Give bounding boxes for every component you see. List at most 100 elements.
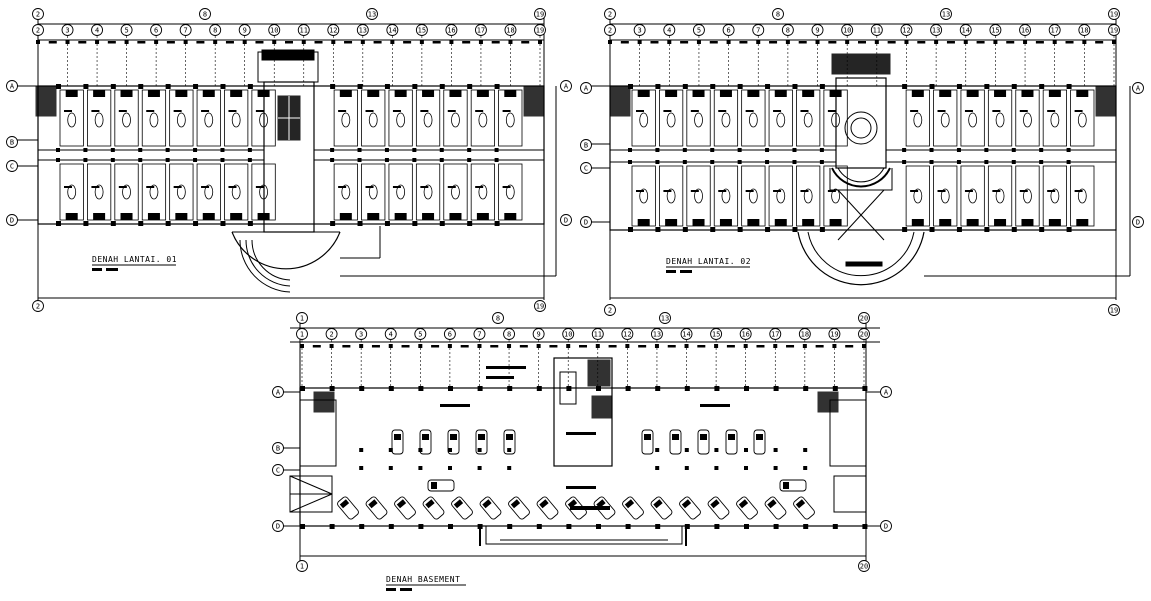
grid-row-bubble-right-label: A bbox=[1136, 85, 1141, 93]
title-lantai-02: DENAH LANTAI. 02 bbox=[666, 257, 751, 266]
dimension-bubble-label: 19 bbox=[536, 11, 544, 19]
dimension-bubble-label: 8 bbox=[496, 315, 500, 323]
grid-row-bubble: A bbox=[580, 82, 592, 94]
dimension-bubble: 2 bbox=[604, 8, 616, 20]
grid-column-bubble: 16 bbox=[445, 24, 458, 36]
dimension-bubble-bottom: 20 bbox=[858, 560, 870, 572]
grid-column-bubble: 17 bbox=[769, 328, 782, 340]
grid-row-bubble: B bbox=[6, 136, 18, 148]
grid-column-bubble-label: 16 bbox=[1021, 27, 1029, 35]
grid-column-bubble-label: 19 bbox=[1110, 27, 1118, 35]
grid-column-bubble-label: 19 bbox=[830, 331, 838, 339]
grid-column-bubble-label: 16 bbox=[741, 331, 749, 339]
plan-lantai-01-rooms bbox=[56, 84, 523, 226]
grid-column-bubble: 4 bbox=[91, 24, 104, 36]
grid-row-bubble: A bbox=[6, 80, 18, 92]
dimension-bubble: 13 bbox=[940, 8, 952, 20]
grid-column-bubble-label: 11 bbox=[873, 27, 881, 35]
grid-column-bubble-label: 7 bbox=[477, 331, 481, 339]
dimension-bubble: 1 bbox=[296, 312, 308, 324]
grid-column-bubble-label: 18 bbox=[1080, 27, 1088, 35]
dimension-bubble: 13 bbox=[366, 8, 378, 20]
grid-row-bubble: D bbox=[6, 214, 18, 226]
grid-row-bubble-label: A bbox=[584, 85, 589, 93]
grid-column-bubble: 13 bbox=[930, 24, 943, 36]
grid-column-bubble-label: 14 bbox=[388, 27, 396, 35]
grid-row-bubble: C bbox=[580, 162, 592, 174]
grid-row-bubble-label: C bbox=[276, 467, 280, 475]
grid-row-bubble-right-label: D bbox=[884, 523, 888, 531]
grid-column-bubble-label: 3 bbox=[638, 27, 642, 35]
grid-column-bubble: 8 bbox=[209, 24, 222, 36]
grid-column-bubble: 6 bbox=[443, 328, 456, 340]
grid-row-bubble: A bbox=[272, 386, 284, 398]
grid-column-bubble-label: 4 bbox=[95, 27, 99, 35]
grid-column-bubble-label: 13 bbox=[932, 27, 940, 35]
grid-column-bubble: 7 bbox=[473, 328, 486, 340]
grid-row-bubble-right-label: A bbox=[884, 389, 889, 397]
grid-column-bubble-label: 1 bbox=[300, 331, 304, 339]
grid-column-bubble-label: 9 bbox=[243, 27, 247, 35]
grid-column-bubble: 14 bbox=[680, 328, 693, 340]
title-lantai-01: DENAH LANTAI. 01 bbox=[92, 255, 177, 264]
dimension-bubble: 19 bbox=[534, 8, 546, 20]
grid-column-bubble-label: 12 bbox=[902, 27, 910, 35]
grid-column-bubble-label: 9 bbox=[815, 27, 819, 35]
grid-column-bubble: 7 bbox=[179, 24, 192, 36]
dimension-bubble-bottom: 1 bbox=[296, 560, 308, 572]
grid-column-bubble: 14 bbox=[386, 24, 399, 36]
grid-row-bubble-right-label: D bbox=[564, 217, 568, 225]
grid-row-bubble: D bbox=[580, 216, 592, 228]
grid-column-bubble-label: 17 bbox=[477, 27, 485, 35]
grid-column-bubble-label: 18 bbox=[506, 27, 514, 35]
grid-column-bubble-label: 8 bbox=[786, 27, 790, 35]
grid-column-bubble: 4 bbox=[384, 328, 397, 340]
dimension-bubble-label: 8 bbox=[203, 11, 207, 19]
grid-column-bubble-label: 20 bbox=[860, 331, 868, 339]
grid-column-bubble-label: 4 bbox=[667, 27, 671, 35]
grid-column-bubble: 10 bbox=[562, 328, 575, 340]
grid-column-bubble-label: 9 bbox=[537, 331, 541, 339]
grid-column-bubble: 3 bbox=[633, 24, 646, 36]
grid-column-bubble-label: 14 bbox=[962, 27, 970, 35]
grid-row-bubble-label: A bbox=[276, 389, 281, 397]
grid-column-bubble-label: 8 bbox=[507, 331, 511, 339]
grid-column-bubble-label: 2 bbox=[608, 27, 612, 35]
dimension-bubble-label: 20 bbox=[860, 315, 868, 323]
grid-row-bubble-label: D bbox=[584, 219, 588, 227]
dimension-bubble-bottom-label: 19 bbox=[536, 303, 544, 311]
grid-column-bubble-label: 5 bbox=[418, 331, 422, 339]
grid-column-bubble: 12 bbox=[900, 24, 913, 36]
grid-column-bubble-label: 5 bbox=[124, 27, 128, 35]
grid-column-bubble: 7 bbox=[752, 24, 765, 36]
grid-column-bubble: 10 bbox=[841, 24, 854, 36]
grid-column-bubble-label: 6 bbox=[154, 27, 158, 35]
dimension-bubble-label: 2 bbox=[36, 11, 40, 19]
grid-column-bubble: 2 bbox=[325, 328, 338, 340]
dimension-bubble-label: 13 bbox=[368, 11, 376, 19]
grid-row-bubble: B bbox=[580, 139, 592, 151]
dimension-bubble-label: 1 bbox=[300, 315, 304, 323]
grid-column-bubble: 1 bbox=[296, 328, 308, 340]
grid-column-bubble: 2 bbox=[604, 24, 616, 36]
grid-column-bubble: 18 bbox=[504, 24, 517, 36]
grid-column-bubble: 6 bbox=[150, 24, 163, 36]
grid-column-bubble-label: 17 bbox=[1050, 27, 1058, 35]
grid-row-bubble-label: B bbox=[276, 445, 280, 453]
grid-column-bubble: 13 bbox=[650, 328, 663, 340]
grid-column-bubble: 16 bbox=[1019, 24, 1032, 36]
grid-column-bubble-label: 13 bbox=[359, 27, 367, 35]
grid-row-bubble-right: A bbox=[560, 80, 572, 92]
grid-column-bubble: 9 bbox=[811, 24, 824, 36]
grid-column-bubble-label: 5 bbox=[697, 27, 701, 35]
grid-column-bubble: 17 bbox=[474, 24, 487, 36]
dimension-bubble-bottom-label: 2 bbox=[608, 307, 612, 315]
grid-row-bubble: C bbox=[6, 160, 18, 172]
grid-column-bubble: 13 bbox=[356, 24, 369, 36]
grid-column-bubble: 11 bbox=[297, 24, 310, 36]
dimension-bubble-bottom: 2 bbox=[32, 300, 44, 312]
grid-column-bubble-label: 19 bbox=[536, 27, 544, 35]
grid-column-bubble: 5 bbox=[414, 328, 427, 340]
